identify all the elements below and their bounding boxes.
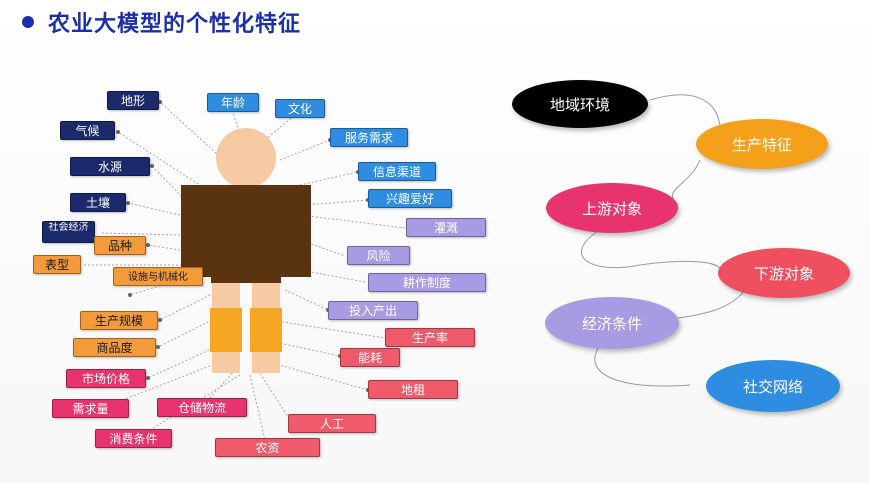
oval-downstream: 下游对象	[718, 248, 850, 298]
tag-right-farming-system: 耕作制度	[368, 273, 486, 292]
bullet-icon	[22, 16, 34, 28]
tag-right-service-needs: 服务需求	[330, 128, 408, 147]
oval-label: 地域环境	[549, 95, 610, 114]
oval-label: 经济条件	[581, 314, 642, 333]
tag-left-commodity: 商品度	[73, 338, 156, 357]
person-head-icon	[216, 128, 276, 188]
tag-right-info-channel: 信息渠道	[358, 162, 436, 181]
tag-left-facilities: 设施与机械化	[113, 267, 203, 286]
tag-left-climate: 气候	[60, 121, 115, 140]
tag-right-agri-inputs: 农资	[215, 438, 320, 457]
oval-label: 社交网络	[742, 377, 803, 396]
tag-left-water: 水源	[70, 157, 150, 176]
oval-economic-conditions: 经济条件	[545, 297, 679, 349]
tag-right-interests: 兴趣爱好	[368, 189, 452, 208]
oval-social-network: 社交网络	[706, 360, 840, 412]
title-text: 农业大模型的个性化特征	[48, 12, 302, 37]
oval-upstream: 上游对象	[546, 183, 678, 233]
tag-right-risk: 风险	[347, 246, 410, 265]
tag-right-energy: 能耗	[340, 348, 400, 367]
person-torso	[211, 185, 281, 283]
tag-left-demand: 需求量	[52, 399, 129, 418]
tag-right-labor: 人工	[288, 414, 376, 433]
oval-label: 下游对象	[753, 264, 814, 283]
tag-left-phenotype: 表型	[33, 255, 81, 274]
person-left-arm	[181, 185, 211, 277]
tag-left-scale: 生产规模	[80, 311, 158, 330]
oval-regional-environment: 地域环境	[512, 80, 648, 128]
slide-title: 农业大模型的个性化特征	[22, 6, 301, 38]
tag-left-soil: 土壤	[70, 193, 126, 212]
oval-label: 生产特征	[731, 135, 792, 154]
tag-left-market-price: 市场价格	[66, 369, 146, 388]
tag-left-socioeconomic: 社会经济	[42, 221, 95, 243]
tag-left-logistics: 仓储物流	[157, 398, 247, 417]
tag-right-age: 年龄	[207, 93, 259, 112]
oval-production-features: 生产特征	[696, 119, 828, 169]
tag-right-input-output: 投入产出	[328, 301, 418, 320]
oval-label: 上游对象	[581, 199, 642, 218]
tag-left-variety: 品种	[94, 236, 146, 255]
tag-right-land-rent: 地租	[368, 380, 458, 399]
tag-left-terrain: 地形	[107, 91, 159, 110]
tag-right-culture: 文化	[275, 99, 325, 118]
tag-right-irrigation: 灌溉	[406, 218, 486, 237]
person-right-arm	[281, 185, 311, 277]
tag-left-consumption: 消费条件	[95, 429, 172, 448]
tag-right-productivity: 生产率	[385, 328, 475, 347]
